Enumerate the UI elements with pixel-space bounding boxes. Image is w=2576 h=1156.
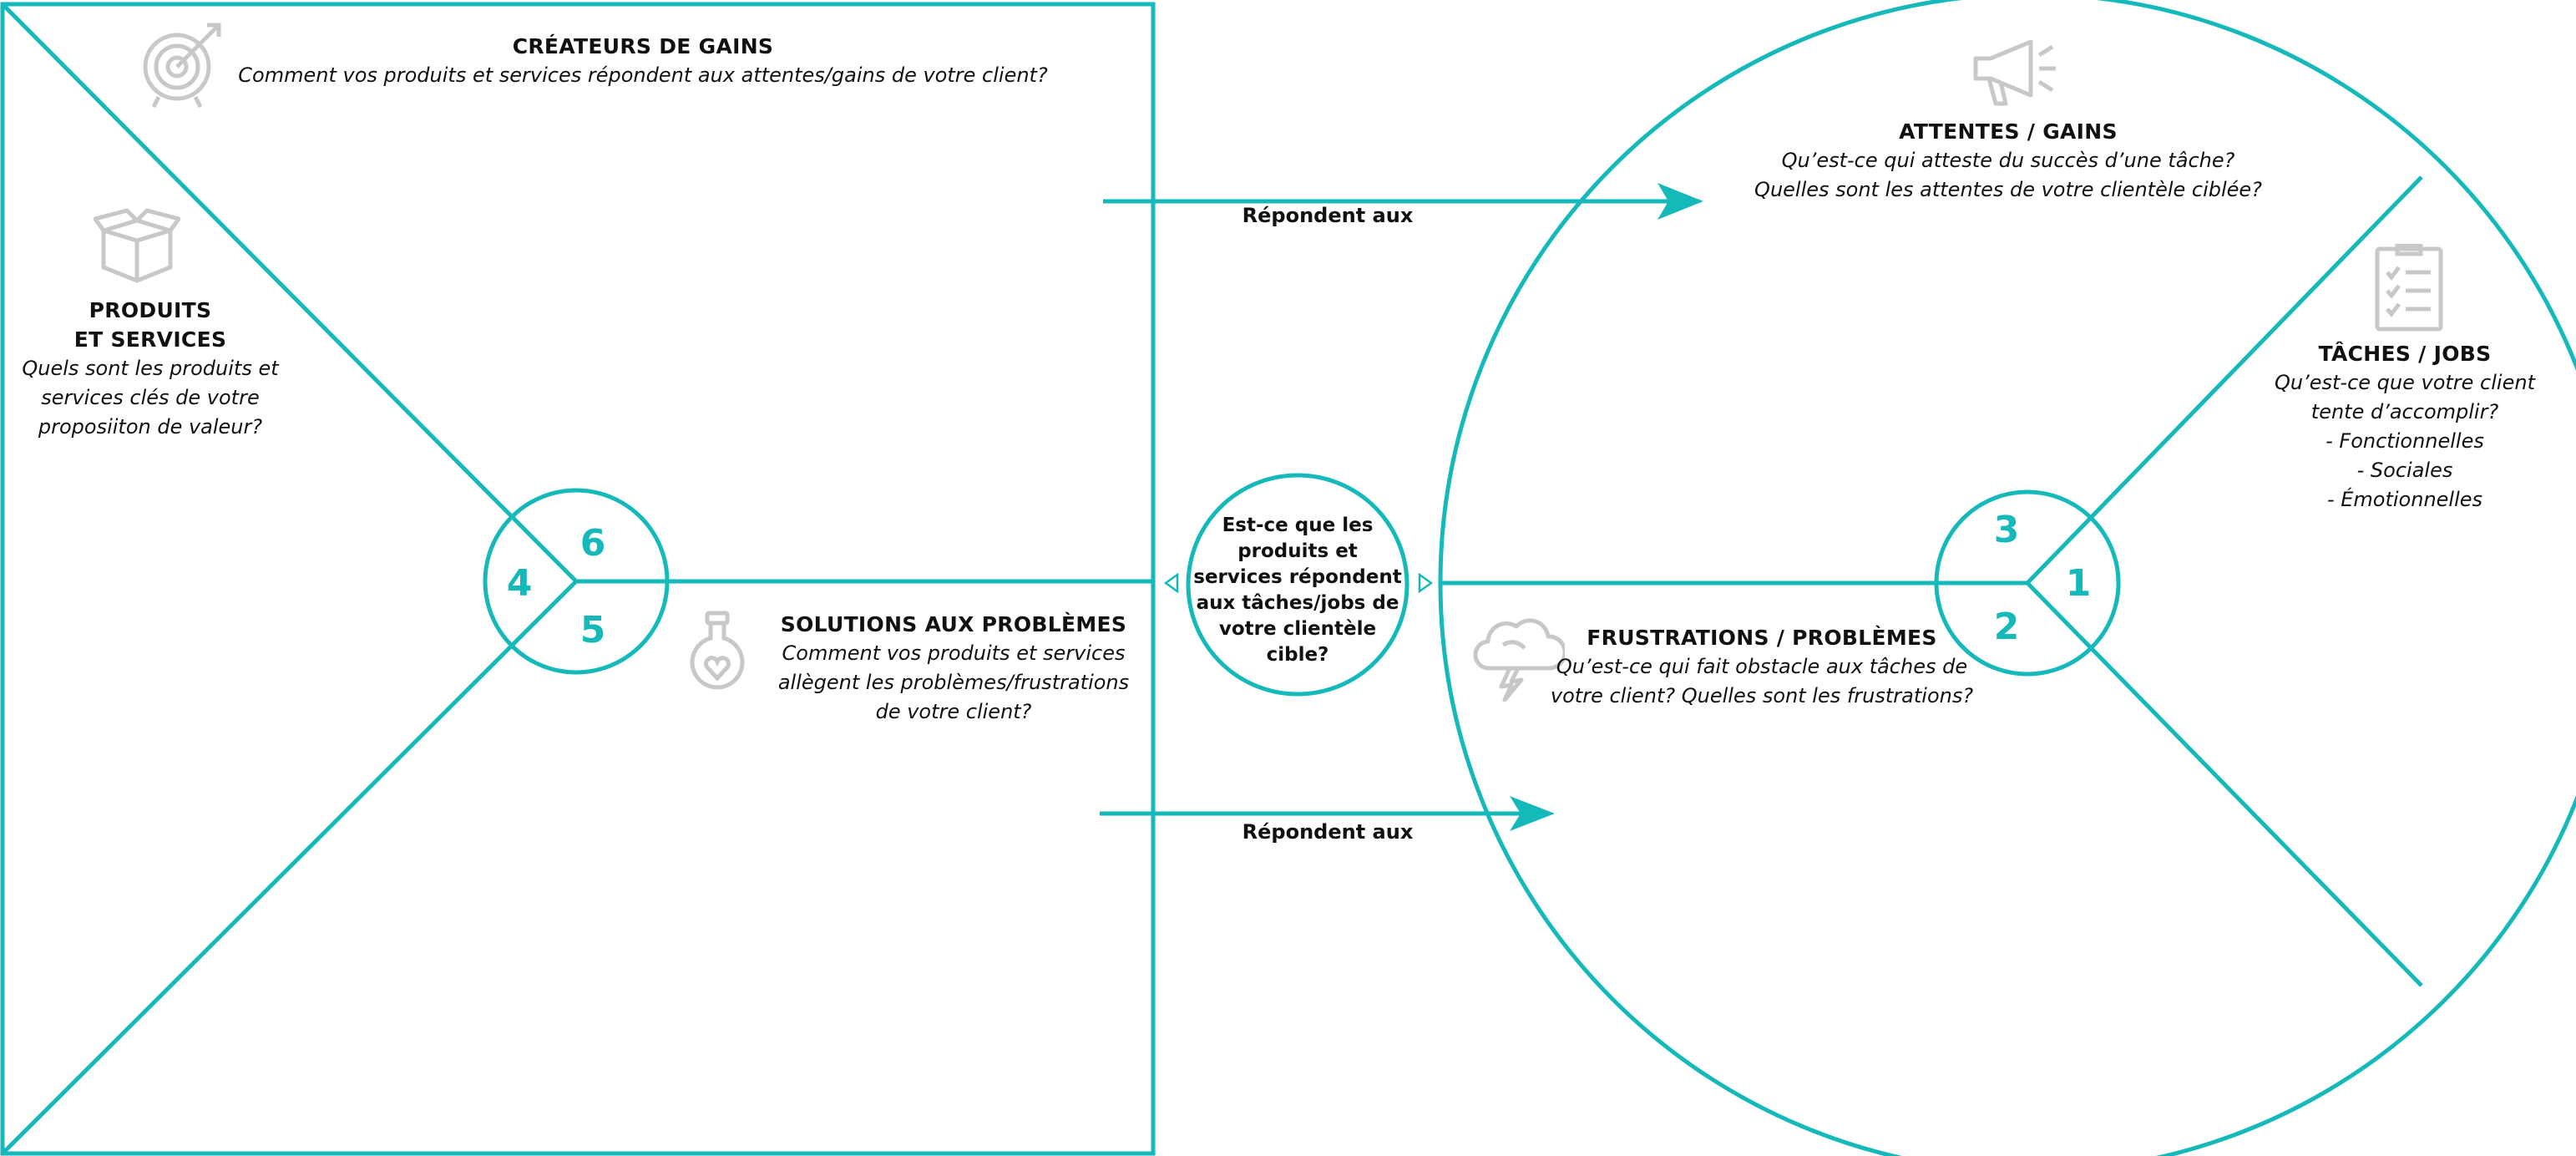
products-services-title-line: PRODUITS [89, 298, 212, 322]
jobs-description-line: - Sociales [2356, 459, 2453, 482]
gains-description-line: Qu’est-ce qui atteste du succès d’une tâ… [1781, 149, 2235, 172]
pains-title: FRUSTRATIONS / PROBLÈMES [1587, 626, 1937, 650]
pain-relievers-description-line: allègent les problèmes/frustrations [777, 671, 1130, 694]
jobs-description-line: tente d’accomplir? [2310, 400, 2499, 423]
value-map-diagonal-bottom [1, 580, 578, 1155]
pains-description-line: votre client? Quelles sont les frustrati… [1550, 684, 1974, 707]
pain-relievers-description-line: de votre client? [875, 700, 1032, 723]
fit-question-line: votre clientèle [1218, 618, 1377, 640]
pain-relievers-label: SOLUTIONS AUX PROBLÈMES Comment vos prod… [762, 610, 1146, 727]
left-triangle-marker [1163, 572, 1179, 594]
jobs-description-line: Qu’est-ce que votre client [2275, 371, 2535, 394]
gain-creators-label: CRÉATEURS DE GAINS Comment vos produits … [217, 32, 1069, 90]
pains-description-line: Qu’est-ce qui fait obstacle aux tâches d… [1556, 655, 1968, 678]
jobs-label: TÂCHES / JOBS Qu’est-ce que votre client… [2273, 339, 2537, 515]
value-map-square [0, 2, 1156, 1156]
customer-profile-diagonal-bottom [2026, 581, 2423, 987]
potion-flask-icon [690, 611, 745, 690]
fit-question-line: aux tâches/jobs de [1196, 592, 1399, 614]
pain-relievers-title: SOLUTIONS AUX PROBLÈMES [780, 612, 1127, 636]
arrow-top-label: Répondent aux [1242, 204, 1414, 227]
clipboard-checklist-icon [2375, 244, 2443, 332]
target-icon [143, 23, 221, 109]
fit-question-line: cible? [1266, 644, 1329, 666]
value-map-center-circle [483, 488, 670, 675]
storm-cloud-icon [1473, 618, 1565, 702]
value-map-diagonal-top [1, 3, 578, 583]
customer-profile-diagonal-top [2026, 175, 2423, 585]
jobs-title: TÂCHES / JOBS [2318, 342, 2492, 366]
arrow-top-head [1657, 183, 1703, 220]
fit-question-line: services répondent [1193, 566, 1402, 588]
gain-creators-title: CRÉATEURS DE GAINS [512, 34, 774, 58]
pains-number: 2 [1993, 606, 2020, 648]
fit-question-line: Est-ce que les [1222, 515, 1374, 536]
arrow-bottom-label: Répondent aux [1242, 820, 1414, 844]
right-triangle-marker [1418, 572, 1434, 594]
products-services-label: PRODUITS ET SERVICES Quels sont les prod… [8, 296, 292, 442]
jobs-number: 1 [2065, 562, 2092, 605]
gains-label: ATTENTES / GAINS Qu’est-ce qui atteste d… [1720, 117, 2296, 205]
megaphone-icon [1973, 39, 2056, 106]
pains-label: FRUSTRATIONS / PROBLÈMES Qu’est-ce qui f… [1545, 623, 1979, 711]
fit-question-text: Est-ce que les produits et services répo… [1184, 513, 1411, 668]
gains-description-line: Quelles sont les attentes de votre clien… [1754, 178, 2262, 201]
jobs-description-line: - Émotionnelles [2326, 488, 2483, 511]
gains-title: ATTENTES / GAINS [1899, 119, 2118, 144]
customer-profile-center-circle [1934, 489, 2121, 677]
fit-question-line: produits et [1237, 540, 1358, 562]
fit-question-circle [1186, 473, 1409, 697]
gain-creators-description: Comment vos produits et services réponde… [238, 63, 1048, 87]
box-icon [94, 208, 180, 283]
jobs-description-line: - Fonctionnelles [2325, 429, 2484, 453]
products-services-description-line: proposiiton de valeur? [38, 415, 263, 439]
pain-relievers-description-line: Comment vos produits et services [782, 641, 1126, 665]
products-services-description-line: Quels sont les produits et [22, 357, 279, 380]
products-services-title-line: ET SERVICES [73, 327, 227, 352]
gain-creators-number: 6 [579, 522, 606, 565]
arrow-bottom-head [1510, 796, 1555, 831]
products-services-description-line: services clés de votre [41, 386, 260, 409]
gains-number: 3 [1993, 509, 2020, 551]
products-services-number: 4 [506, 562, 533, 605]
pain-relievers-number: 5 [579, 609, 606, 652]
